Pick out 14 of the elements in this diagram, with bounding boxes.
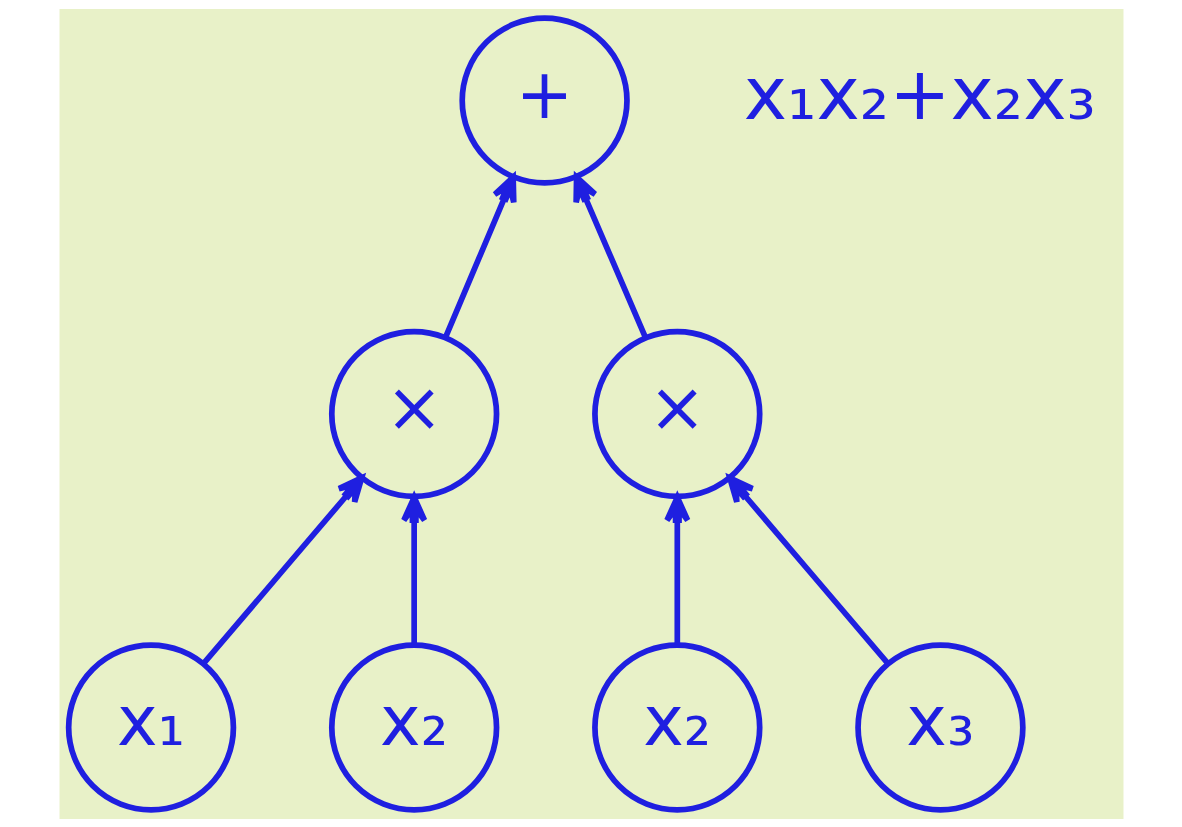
arrow bbox=[726, 474, 890, 665]
arrow bbox=[442, 173, 517, 339]
node-circle: x₂ bbox=[328, 641, 499, 813]
node-circle: x₂ bbox=[591, 641, 763, 813]
label: x₁x₂+x₂x₃ bbox=[743, 50, 1096, 136]
arrow bbox=[201, 474, 364, 665]
node-circle: × bbox=[328, 328, 499, 499]
node-circle: x₃ bbox=[854, 641, 1026, 813]
node-circle: + bbox=[458, 14, 630, 186]
node-circle: x₁ bbox=[65, 641, 236, 813]
node-circle: × bbox=[591, 328, 763, 499]
arrow bbox=[400, 493, 427, 645]
arrow bbox=[572, 173, 648, 339]
arrow bbox=[663, 493, 690, 645]
